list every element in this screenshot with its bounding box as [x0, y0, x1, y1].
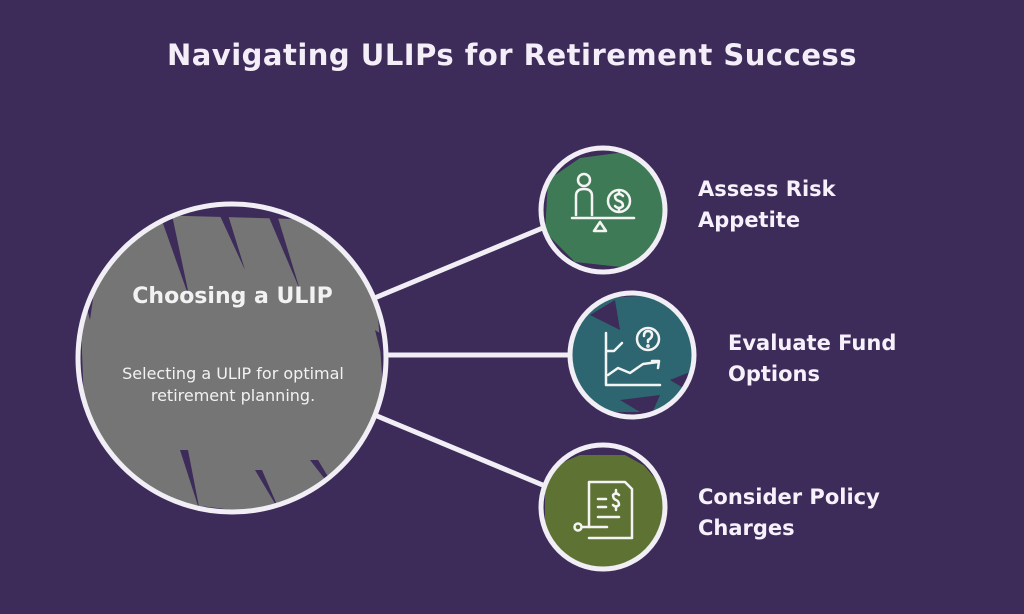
connector-line-3: [374, 413, 548, 489]
central-node: [75, 201, 389, 515]
branch-label-1-line2: Appetite: [698, 208, 801, 232]
branch-label-1-line1: Assess Risk: [698, 177, 836, 201]
branch-label-3: Consider Policy Charges: [698, 482, 880, 544]
branch-label-1: Assess Risk Appetite: [698, 174, 836, 236]
person-balance-dollar-icon: [570, 172, 636, 233]
branch-label-2: Evaluate Fund Options: [728, 328, 896, 390]
center-outline: [75, 201, 389, 515]
center-description: Selecting a ULIP for optimal retirement …: [122, 364, 344, 405]
branch-label-3-line2: Charges: [698, 516, 795, 540]
branch-node-1: [538, 145, 668, 275]
connector-line-1: [374, 224, 548, 300]
diagram-title: Navigating ULIPs for Retirement Success: [166, 38, 858, 72]
center-title: Choosing a ULIP: [132, 284, 333, 309]
branch-node-2: [567, 290, 697, 420]
chart-question-icon: [604, 326, 662, 387]
branch-label-2-line1: Evaluate Fund: [728, 331, 897, 355]
branch-label-2-line2: Options: [728, 362, 820, 386]
document-dollar-icon: [573, 480, 634, 540]
center-fill: [80, 215, 385, 511]
branch-label-3-line1: Consider Policy: [698, 485, 880, 509]
branch-node-3: [538, 442, 668, 572]
